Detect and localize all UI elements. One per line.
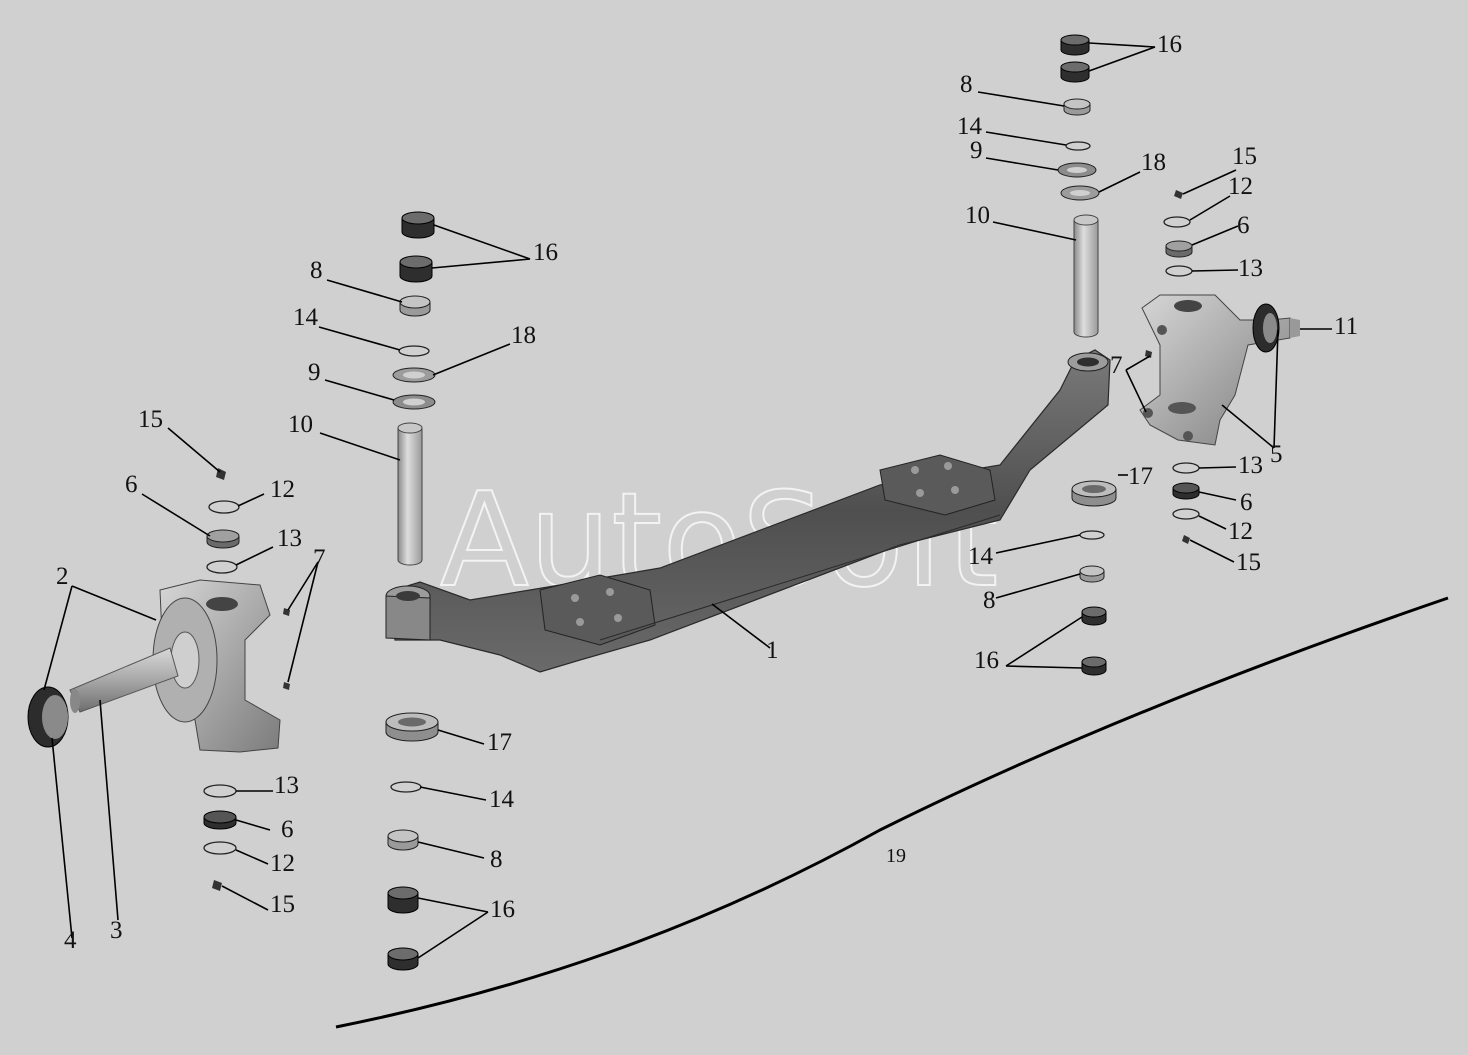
boundary-line-19: [335, 596, 1449, 1029]
callout-6: 6: [1237, 212, 1250, 239]
cap-6: [1172, 482, 1200, 500]
callout-12: 12: [1228, 518, 1253, 545]
callout-13: 13: [274, 772, 299, 799]
callout-9: 9: [970, 137, 983, 164]
callout-8: 8: [960, 71, 973, 98]
ring-12: [208, 500, 240, 514]
ring-12: [1163, 216, 1191, 228]
ring-13: [206, 560, 238, 574]
ring-13: [1165, 265, 1193, 277]
callout-16: 16: [1157, 31, 1182, 58]
callout-16: 16: [490, 896, 515, 923]
left-stack: [385, 211, 439, 971]
grease-fitting-15: [1174, 190, 1183, 199]
callout-5: 5: [1270, 441, 1283, 468]
needle-bearing-16: [387, 886, 419, 971]
callout-10: 10: [965, 202, 990, 229]
callout-13: 13: [1238, 452, 1263, 479]
needle-bearing-16: [1081, 606, 1107, 676]
callout-labels: 16 8 14 18 9 10 17 14 8 16 15 6 12 13 7 …: [56, 31, 1358, 954]
callout-17: 17: [487, 729, 512, 756]
ring-14: [398, 345, 430, 357]
callout-9: 9: [308, 359, 321, 386]
callout-16: 16: [533, 239, 558, 266]
callout-11: 11: [1334, 313, 1358, 340]
grease-fitting-15: [1182, 535, 1190, 544]
callout-6: 6: [281, 816, 294, 843]
right-steering-knuckle: [1139, 294, 1300, 446]
king-pin-10: [1073, 214, 1099, 338]
callout-6: 6: [1240, 489, 1253, 516]
callout-15: 15: [1236, 549, 1261, 576]
front-axle-beam: [385, 349, 1111, 673]
callout-8: 8: [983, 587, 996, 614]
bushing-8: [1063, 98, 1091, 116]
bushing-8: [387, 829, 419, 851]
callout-7: 7: [1110, 352, 1123, 379]
leader-lines: [43, 42, 1332, 959]
callout-18: 18: [511, 322, 536, 349]
seal-ring-5: [1252, 303, 1280, 353]
ring-14: [390, 781, 422, 793]
needle-bearing-16: [1060, 34, 1090, 83]
bushing-8: [1079, 565, 1105, 583]
callout-15: 15: [138, 406, 163, 433]
callout-14: 14: [293, 304, 319, 331]
ring-13: [1172, 462, 1200, 474]
callout-10: 10: [288, 411, 313, 438]
callout-2: 2: [56, 563, 69, 590]
callout-17: 17: [1128, 463, 1153, 490]
ring-13: [203, 784, 237, 798]
callout-3: 3: [110, 917, 123, 944]
thrust-bearing-17: [385, 712, 439, 742]
bolt-7: [1145, 350, 1152, 358]
cap-6: [203, 810, 237, 830]
ring-14: [1079, 530, 1105, 540]
right-stack: [1057, 34, 1117, 676]
callout-7: 7: [313, 545, 326, 572]
callout-12: 12: [1228, 173, 1253, 200]
callout-19: 19: [886, 845, 906, 867]
ring-12: [203, 841, 237, 855]
king-pin-10: [397, 422, 423, 566]
callout-18: 18: [1141, 149, 1166, 176]
ring-12: [1172, 508, 1200, 520]
callout-15: 15: [270, 891, 295, 918]
grease-fitting-15: [212, 880, 222, 891]
callout-6: 6: [125, 471, 138, 498]
left-steering-knuckle: [69, 579, 281, 753]
callout-14: 14: [968, 543, 994, 570]
callout-16: 16: [974, 647, 999, 674]
cap-6: [206, 529, 240, 549]
callout-4: 4: [64, 927, 77, 954]
callout-13: 13: [1238, 255, 1263, 282]
cap-6: [1165, 240, 1193, 258]
callout-15: 15: [1232, 143, 1257, 170]
bushing-8: [399, 295, 431, 317]
seal-ring-4: [27, 686, 69, 748]
callout-1: 1: [766, 637, 779, 664]
ring-14: [1065, 141, 1091, 151]
callout-8: 8: [310, 257, 323, 284]
callout-8: 8: [490, 846, 503, 873]
callout-14: 14: [957, 113, 983, 140]
callout-14: 14: [489, 786, 515, 813]
callout-13: 13: [277, 525, 302, 552]
callout-12: 12: [270, 850, 295, 877]
bolt-7: [283, 682, 290, 690]
callout-12: 12: [270, 476, 295, 503]
needle-bearing-16: [399, 211, 435, 283]
thrust-bearing-17: [1071, 480, 1117, 507]
